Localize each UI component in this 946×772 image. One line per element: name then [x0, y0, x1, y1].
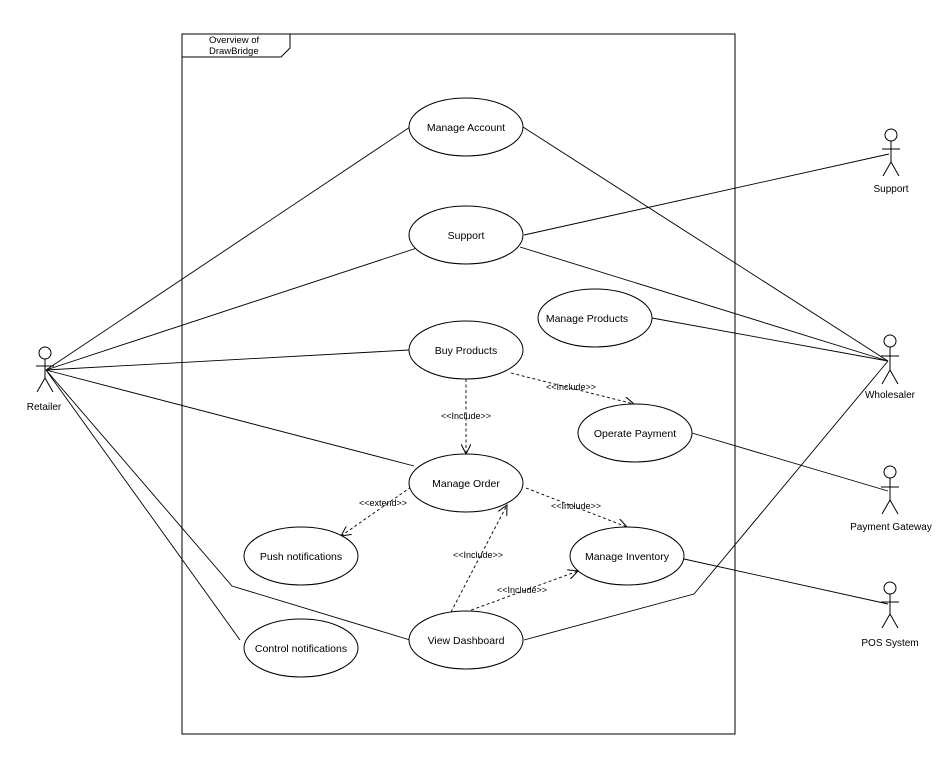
- assoc-manage-account-wholesaler: [522, 126, 889, 362]
- assoc-retailer-view-dashboard: [45, 369, 411, 641]
- assoc-manage-inventory-pos: [683, 558, 889, 605]
- actor-retailer-figure-icon: [36, 346, 54, 393]
- actor-support-label: Support: [873, 184, 908, 195]
- use-case-push-notifications-label: Push notifications: [260, 551, 342, 563]
- use-case-manage-inventory[interactable]: Manage Inventory: [569, 526, 685, 586]
- label-buy-include-order: <<Include>>: [441, 411, 491, 421]
- use-case-control-notifications-label: Control notifications: [255, 643, 347, 655]
- extend-order-push-arrow: [341, 486, 412, 536]
- label-buy-include-payment: <<Include>>: [546, 382, 596, 392]
- actor-wholesaler-figure-icon: [881, 334, 899, 385]
- use-case-manage-products-label: Manage Products: [546, 313, 628, 325]
- actors: Retailer Support Wholesaler: [27, 128, 932, 649]
- include-dashboard-inventory-arrow: [465, 571, 578, 613]
- actor-support-figure-icon: [882, 128, 900, 177]
- include-buy-payment-arrow: [510, 372, 634, 404]
- use-case-manage-account-label: Manage Account: [427, 122, 505, 134]
- actor-pos-system-label: POS System: [861, 638, 918, 649]
- actor-pos-system[interactable]: POS System: [861, 581, 919, 649]
- use-case-support-label: Support: [448, 230, 485, 242]
- use-case-support[interactable]: Support: [408, 205, 524, 265]
- assoc-view-dashboard-wholesaler: [523, 360, 889, 641]
- assoc-support-wholesaler: [519, 246, 889, 362]
- use-case-operate-payment-label: Operate Payment: [594, 428, 676, 440]
- label-dashboard-include-order: <<Include>>: [453, 550, 503, 560]
- use-case-view-dashboard[interactable]: View Dashboard: [408, 610, 524, 670]
- include-dashboard-order-arrow: [450, 505, 507, 613]
- assoc-retailer-support: [45, 246, 421, 371]
- use-case-manage-account[interactable]: Manage Account: [408, 97, 524, 157]
- actor-wholesaler[interactable]: Wholesaler: [865, 334, 916, 401]
- frame-title-tab: [182, 34, 291, 58]
- use-case-buy-products-label: Buy Products: [435, 345, 497, 357]
- use-case-control-notifications[interactable]: Control notifications: [243, 618, 359, 678]
- assoc-operate-payment-gateway: [691, 432, 889, 492]
- assoc-retailer-buy-products: [45, 349, 410, 371]
- label-order-include-inventory: <<Include>>: [551, 501, 601, 511]
- actor-retailer[interactable]: Retailer: [27, 346, 62, 413]
- frame-title-line1: Overview of: [209, 35, 260, 46]
- use-case-operate-payment[interactable]: Operate Payment: [577, 403, 693, 463]
- use-case-manage-order[interactable]: Manage Order: [408, 453, 524, 513]
- label-dashboard-include-inventory: <<Include>>: [497, 585, 547, 595]
- use-case-push-notifications[interactable]: Push notifications: [243, 526, 359, 586]
- assoc-manage-products-wholesaler: [651, 317, 889, 362]
- use-case-buy-products[interactable]: Buy Products: [408, 320, 524, 380]
- actor-payment-gateway-label: Payment Gateway: [850, 522, 932, 533]
- label-order-extend-push: <<extend>>: [359, 498, 407, 508]
- include-order-inventory-arrow: [525, 487, 627, 527]
- frame-title-line2: DrawBridge: [209, 46, 259, 57]
- actor-wholesaler-label: Wholesaler: [865, 390, 916, 401]
- use-case-manage-inventory-label: Manage Inventory: [585, 551, 670, 563]
- system-boundary-rect: [181, 33, 736, 735]
- use-case-view-dashboard-label: View Dashboard: [428, 635, 505, 647]
- use-cases: Manage Account Support Manage Products B…: [243, 97, 693, 678]
- actor-support[interactable]: Support: [873, 128, 909, 195]
- system-boundary: Overview of DrawBridge: [181, 33, 736, 735]
- assoc-support-support-actor: [523, 153, 890, 236]
- actor-pos-system-figure-icon: [881, 581, 899, 629]
- actor-payment-gateway-figure-icon: [881, 465, 899, 515]
- assoc-retailer-control-notifications: [45, 369, 241, 641]
- actor-payment-gateway[interactable]: Payment Gateway: [850, 465, 932, 533]
- assoc-retailer-manage-account: [45, 126, 411, 371]
- use-case-manage-products[interactable]: Manage Products: [537, 288, 653, 348]
- dependencies: <<Include>> <<Include>> <<extend>> <<Inc…: [341, 372, 634, 613]
- assoc-retailer-manage-order: [45, 369, 415, 467]
- use-case-manage-order-label: Manage Order: [432, 478, 500, 490]
- actor-retailer-label: Retailer: [27, 402, 62, 413]
- associations: [45, 126, 890, 641]
